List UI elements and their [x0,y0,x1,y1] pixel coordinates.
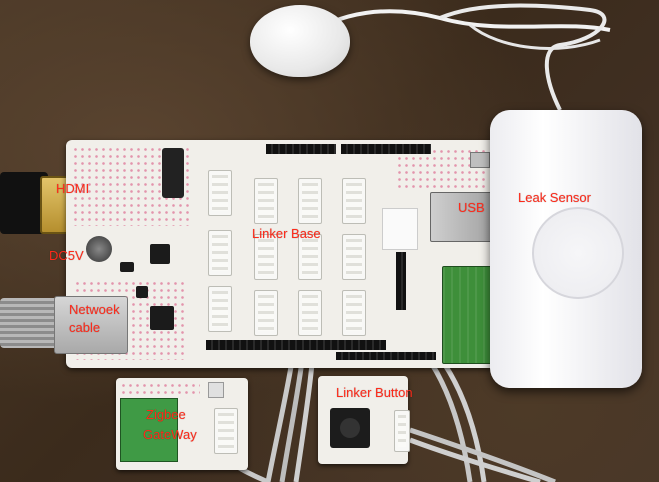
label-leak-sensor: Leak Sensor [518,190,591,205]
label-network-line1: Netwoek [69,302,120,317]
label-zigbee-line1: Zigbee [146,407,186,422]
label-dc5v: DC5V [49,248,84,263]
zigbee-module [120,398,178,462]
network-cable [0,298,60,348]
linker-base-board [54,140,500,368]
white-mouse [250,5,350,77]
bluetooth-module [442,266,496,364]
label-hdmi: HDMI [56,181,90,196]
label-linker-base: Linker Base [252,226,321,241]
leak-sensor-ring [532,207,624,299]
label-linker-button: Linker Button [336,385,413,400]
label-zigbee-line2: GateWay [143,427,197,442]
label-usb: USB [458,200,485,215]
label-network-line2: cable [69,320,101,335]
